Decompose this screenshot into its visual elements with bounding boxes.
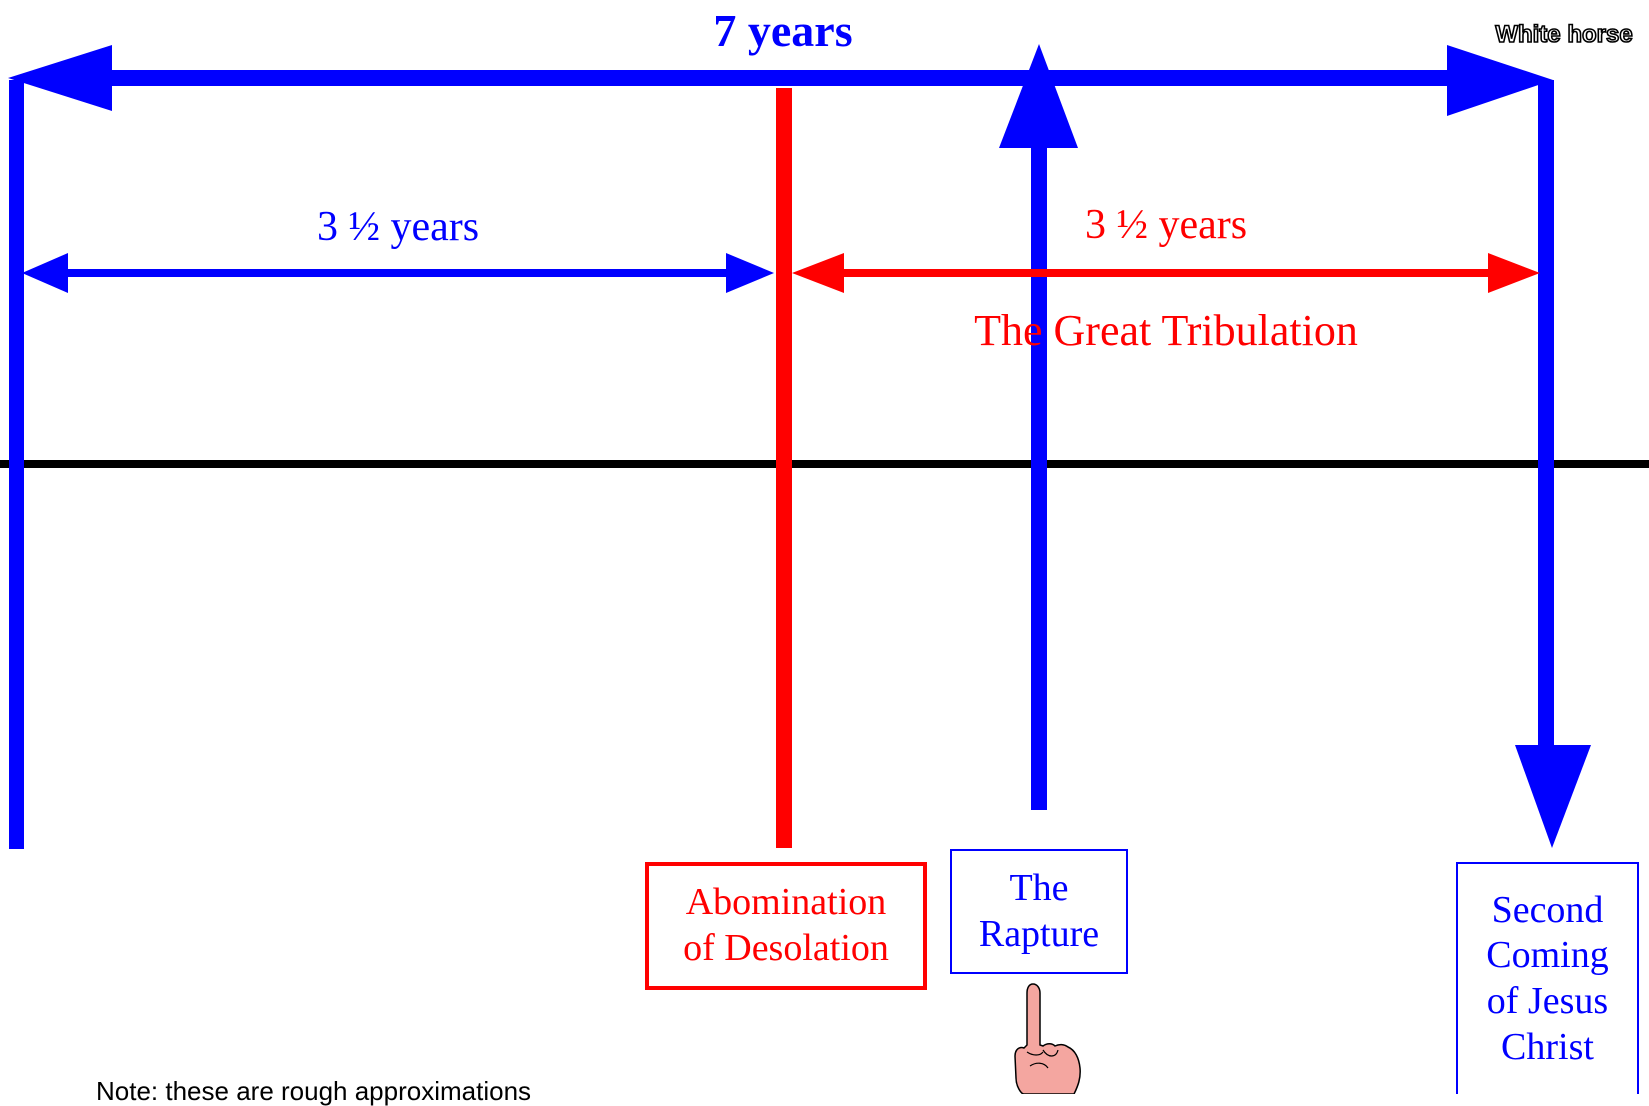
rapture-arrow xyxy=(999,44,1078,810)
abomination-box: Abomination of Desolation xyxy=(645,862,927,990)
approximation-note: Note: these are rough approximations xyxy=(96,1076,532,1106)
second-coming-line1: Second xyxy=(1491,888,1604,931)
second-coming-line3: of Jesus xyxy=(1486,980,1609,1022)
rapture-box: The Rapture xyxy=(950,849,1128,974)
timeline-baseline xyxy=(0,460,1649,468)
first-half-arrow xyxy=(22,253,774,293)
second-half-label: 3 ½ years xyxy=(1085,202,1247,248)
abomination-line2: of Desolation xyxy=(683,927,889,969)
second-half-arrow xyxy=(792,253,1540,293)
second-coming-line4: Christ xyxy=(1501,1025,1594,1068)
first-half-label: 3 ½ years xyxy=(317,204,479,250)
second-coming-line2: Coming xyxy=(1486,934,1609,977)
seven-year-arrow xyxy=(8,45,1553,116)
white-horse-label: White horse xyxy=(1495,21,1632,48)
rapture-line1: The xyxy=(1009,866,1069,909)
abomination-line xyxy=(776,88,792,848)
second-coming-arrow xyxy=(1515,80,1591,848)
rapture-line2: Rapture xyxy=(978,912,1100,955)
seven-years-title: 7 years xyxy=(713,5,852,56)
abomination-line1: Abomination xyxy=(685,881,887,924)
start-line xyxy=(9,80,24,849)
second-coming-box: Second Coming of Jesus Christ xyxy=(1456,862,1639,1094)
pointing-hand-icon xyxy=(1014,983,1081,1094)
great-tribulation-label: The Great Tribulation xyxy=(974,306,1358,355)
